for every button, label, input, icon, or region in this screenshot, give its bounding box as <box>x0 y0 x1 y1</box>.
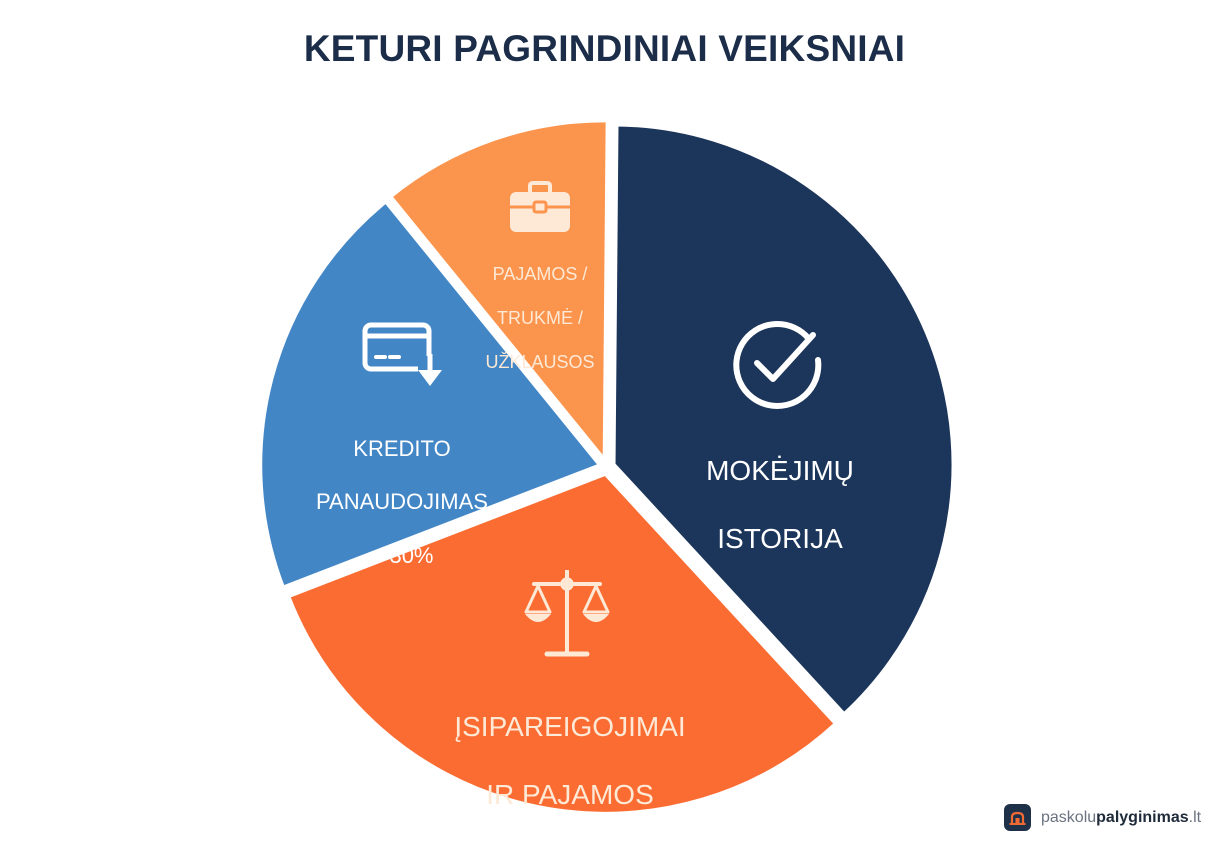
label-line: TRUKMĖ / <box>496 307 583 328</box>
label-line: UŽKLAUSOS <box>485 351 595 372</box>
slice-label-obligations-income: ĮSIPAREIGOJIMAI IR PAJAMOS <box>430 676 710 847</box>
label-line: IR PAJAMOS <box>486 779 654 811</box>
chart-title: KETURI PAGRINDINIAI VEIKSNIAI <box>303 28 906 69</box>
slice-label-credit-utilization: KREDITO PANAUDOJIMAS < 30% <box>302 409 502 597</box>
check-circle-icon <box>733 321 822 410</box>
label-line: PANAUDOJIMAS <box>316 489 488 515</box>
pie-slice <box>611 122 956 717</box>
label-line: ĮSIPAREIGOJIMAI <box>454 711 686 743</box>
slice-label-payment-history: MOKĖJIMŲ ISTORIJA <box>680 420 880 591</box>
slice-label-income-duration-inquiries: PAJAMOS / TRUKMĖ / UŽKLAUSOS <box>470 242 610 396</box>
label-line: ISTORIJA <box>717 523 843 555</box>
brand-prefix: paskolu <box>1041 808 1097 826</box>
house-logo-icon <box>1004 804 1031 831</box>
label-line: < 30% <box>370 543 434 569</box>
brand-bold: palyginimas <box>1096 808 1189 826</box>
label-line: PAJAMOS / <box>492 263 588 284</box>
scales-icon <box>524 570 610 657</box>
briefcase-icon <box>510 181 570 232</box>
pie-slice <box>258 199 603 590</box>
pie-slice <box>286 471 838 816</box>
label-line: MOKĖJIMŲ <box>706 455 854 487</box>
brand-suffix: .lt <box>1188 808 1202 826</box>
brand-name: paskolupalyginimas.lt <box>1041 809 1201 827</box>
credit-card-download-icon <box>362 322 446 390</box>
label-line: KREDITO <box>353 435 451 461</box>
brand-footer[interactable]: paskolupalyginimas.lt <box>1004 804 1201 831</box>
